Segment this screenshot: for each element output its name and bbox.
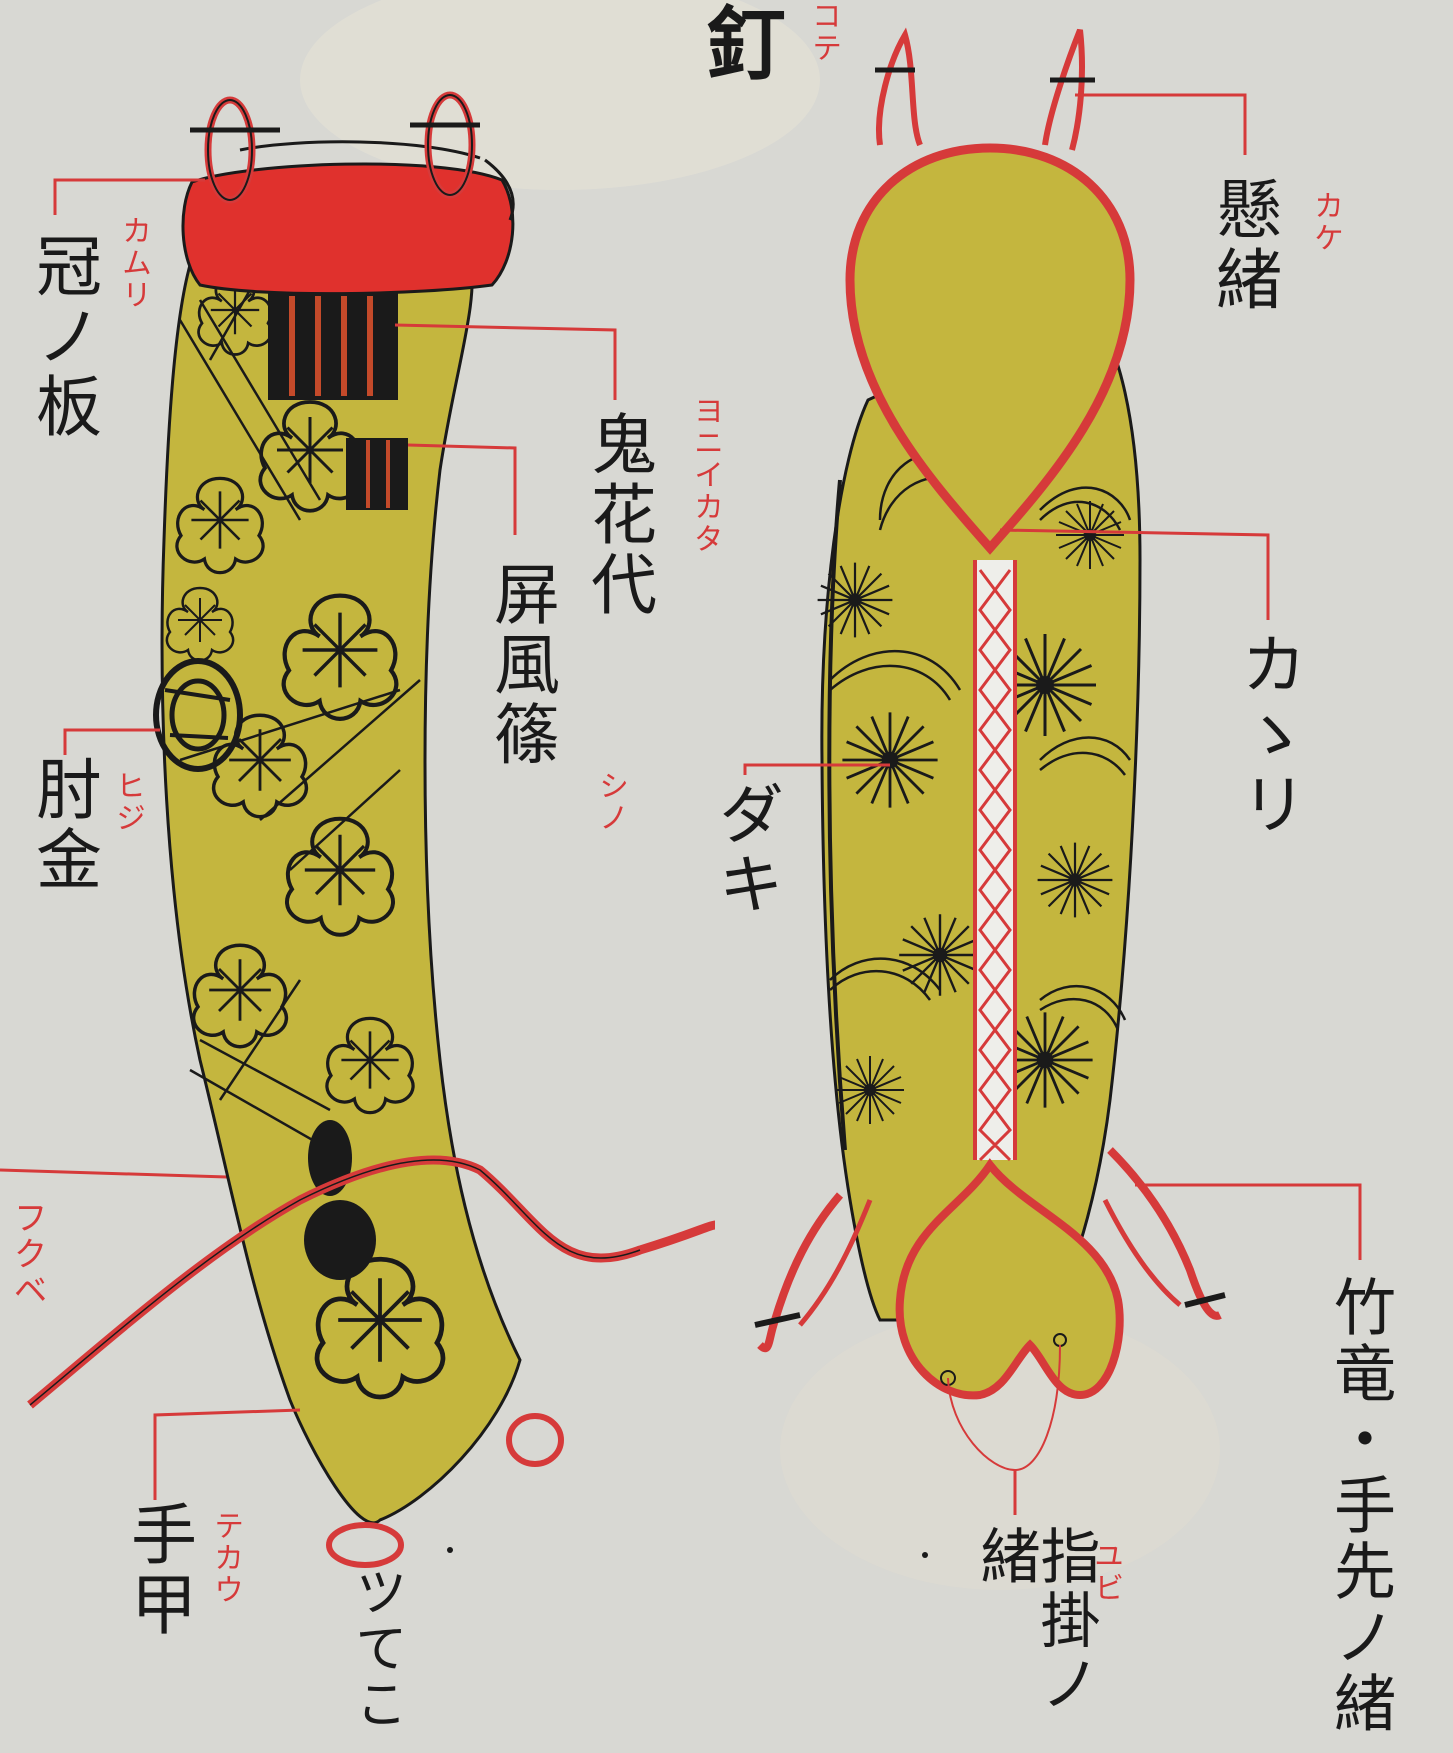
label-tsutekko: ツてこ (350, 1565, 402, 1733)
reading-hiji: ヒジ (112, 770, 142, 834)
label-kakari: カゝリ (1235, 630, 1301, 840)
label-yubi-kake-o: 指掛ノ緒 (975, 1525, 1095, 1753)
label-kake-o: 懸緒 (1210, 175, 1276, 315)
title-reading: コテ (808, 0, 838, 64)
label-tekko: 手甲 (125, 1500, 191, 1640)
label-te-saki-o: 竹竜・手先ノ緒 (1328, 1275, 1390, 1737)
diagram-title: 釘 (700, 2, 780, 82)
oni-dai-plates (268, 292, 398, 400)
reading-oni-dai: ヨニイカタ (690, 395, 720, 555)
reading-kake: カケ (1310, 190, 1340, 254)
label-oni-dai: 鬼花代 (585, 410, 651, 620)
label-daki: ダキ (712, 780, 778, 920)
reading-kanmuri: カムリ (118, 215, 148, 311)
reading-tekko: テカウ (210, 1510, 240, 1606)
reading-fukube: フクベ (10, 1200, 44, 1308)
label-kanmuri-ita: 冠ノ板 (30, 232, 96, 442)
reading-shino: シノ (595, 770, 625, 834)
reading-yubi: ユビ (1090, 1540, 1120, 1604)
label-byobu-shino: 屏風篠 (488, 560, 554, 770)
label-hiji-gane: 肘金 (30, 755, 96, 895)
